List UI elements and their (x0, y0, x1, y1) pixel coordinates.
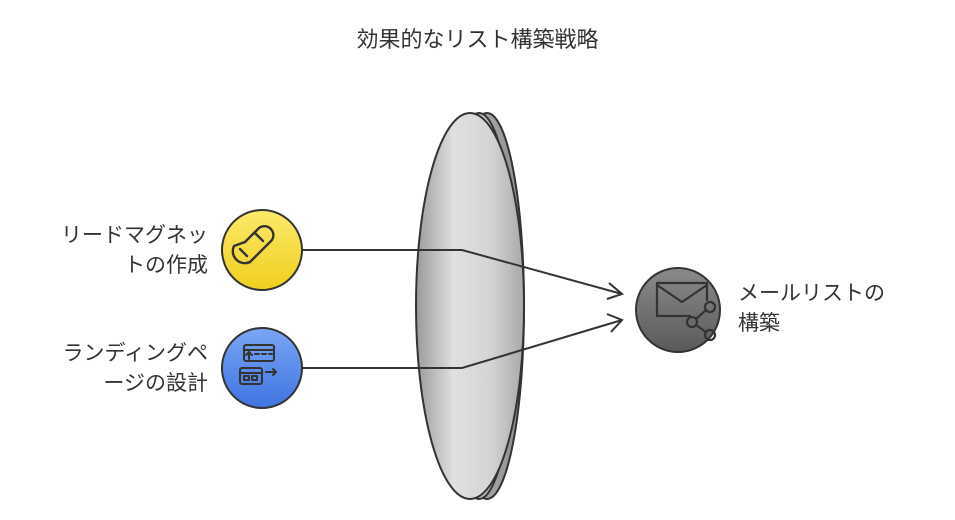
input-node-2 (221, 327, 303, 409)
output-label-line2: 構築 (738, 311, 780, 335)
output-node (635, 267, 721, 353)
output-label-line1: メールリストの (738, 281, 885, 305)
input-label-2: ランディングペ ージの設計 (8, 338, 208, 398)
connectors (302, 249, 625, 369)
input-node-1 (221, 209, 303, 291)
connector-line-1 (302, 249, 623, 295)
input-label-2-line1: ランディングペ (62, 341, 208, 365)
lens-face (415, 112, 525, 500)
lens (415, 112, 525, 500)
landing-page-icon (239, 344, 277, 385)
magnet-icon (231, 225, 275, 265)
diagram-title: 効果的なリスト構築戦略 (356, 28, 599, 53)
input-label-1-line1: リードマグネッ (61, 223, 208, 247)
email-share-icon (655, 281, 717, 342)
input-label-1: リードマグネッ トの作成 (8, 220, 208, 280)
connector-arrow-1 (606, 282, 625, 300)
input-label-1-line2: トの作成 (124, 253, 208, 277)
connector-line-2 (302, 319, 623, 369)
input-label-2-line2: ージの設計 (103, 371, 208, 395)
connector-arrow-2 (606, 313, 624, 333)
output-label: メールリストの 構築 (738, 278, 938, 338)
